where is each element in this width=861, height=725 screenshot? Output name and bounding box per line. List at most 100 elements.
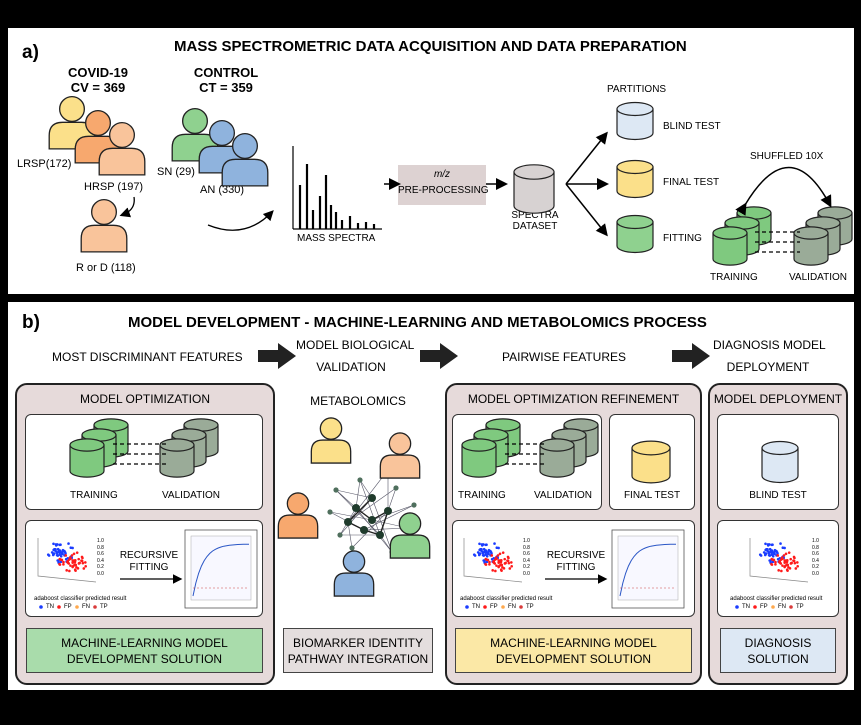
panel-b-title: MODEL DEVELOPMENT - MACHINE-LEARNING AND… bbox=[128, 314, 707, 331]
ztick: 0.6 bbox=[523, 551, 530, 557]
cloud-4-tp bbox=[781, 564, 784, 567]
network-edge bbox=[355, 479, 361, 509]
stack-train-a-front-top bbox=[712, 226, 748, 240]
cloud-4-tp bbox=[785, 559, 789, 562]
legend-4-fn: FN bbox=[778, 604, 786, 610]
network-node bbox=[411, 502, 417, 508]
network-hub bbox=[360, 526, 368, 534]
cloud-1-tn bbox=[60, 550, 64, 554]
legend-1-dot-1 bbox=[57, 605, 61, 609]
step-arrow-1 bbox=[258, 343, 296, 369]
cloud-1-tn bbox=[55, 551, 59, 554]
plot-caption-1: adaboost classifier predicted result bbox=[34, 596, 127, 602]
cloud-4-tp bbox=[790, 561, 793, 565]
ztick: 0.6 bbox=[812, 551, 819, 557]
legend-4-dot-3 bbox=[789, 605, 793, 609]
network-edge bbox=[355, 507, 393, 553]
person-hrsp-back-head bbox=[85, 110, 112, 137]
ztick: 0.2 bbox=[97, 564, 104, 570]
met-person-orange-head bbox=[286, 492, 310, 515]
cloud-4-tn bbox=[765, 547, 768, 551]
cloud-3-tp bbox=[484, 557, 488, 561]
met-person-peach-body bbox=[379, 454, 421, 479]
cloud-1-tn bbox=[56, 554, 60, 557]
person-hrsp-front-head bbox=[109, 122, 136, 149]
sn-label: SN (29) bbox=[157, 166, 195, 178]
cloud-4-tp bbox=[789, 557, 793, 561]
recursive-label-1b: FITTING bbox=[129, 562, 169, 573]
stack-val-a-front-side bbox=[793, 232, 829, 266]
ml-solution-1-line1: MACHINE-LEARNING MODEL bbox=[61, 635, 228, 650]
network-node bbox=[337, 532, 343, 538]
legend-1-fp: FP bbox=[64, 604, 72, 610]
stack-train-b1-front-top bbox=[69, 438, 105, 452]
network-node bbox=[327, 509, 333, 515]
cloud-4-tn bbox=[779, 542, 782, 545]
stack-val-b3-front-top bbox=[539, 438, 575, 452]
cloud-3-tp bbox=[510, 561, 513, 564]
cloud-4-tp bbox=[787, 551, 791, 554]
legend-3-fn: FN bbox=[508, 604, 516, 610]
stack-val-a-front-top bbox=[793, 226, 829, 240]
cloud-4-tn bbox=[768, 543, 771, 546]
met-person-green-head bbox=[398, 512, 422, 535]
legend-3-dot-3 bbox=[519, 605, 523, 609]
control-label: CONTROL bbox=[193, 65, 259, 80]
arrow-hrsp-to-rord bbox=[119, 196, 135, 218]
card4-plot-box bbox=[717, 520, 839, 617]
panel-a-title: MASS SPECTROMETRIC DATA ACQUISITION AND … bbox=[174, 38, 687, 55]
cloud-4-tp bbox=[770, 562, 773, 566]
diagnosis-line2: SOLUTION bbox=[747, 651, 809, 666]
covid-label: COVID-19 bbox=[68, 65, 128, 80]
cloud-1-tp bbox=[73, 568, 77, 572]
cloud-4-tp bbox=[774, 563, 777, 566]
ztick: 0.8 bbox=[523, 544, 530, 551]
stack-val-b3-front-side bbox=[539, 444, 575, 478]
met-person-blue-body bbox=[333, 572, 375, 597]
legend-1-fn: FN bbox=[82, 604, 90, 610]
cloud-3-tn bbox=[495, 546, 499, 550]
cloud-4-tp bbox=[779, 558, 783, 561]
cloud-1-tn bbox=[56, 543, 59, 546]
legend-4-tn: TN bbox=[742, 604, 750, 610]
cloud-3-tn bbox=[493, 542, 496, 545]
fitting-label: FITTING bbox=[663, 233, 702, 244]
network-node bbox=[333, 487, 339, 493]
cloud-3-tp bbox=[498, 552, 502, 556]
legend-3-tn: TN bbox=[472, 604, 480, 610]
step-most-discriminant: MOST DISCRIMINANT FEATURES bbox=[52, 350, 243, 364]
cloud-3-tp bbox=[488, 563, 491, 566]
cloud-1-tn bbox=[52, 552, 56, 555]
ztick: 0.4 bbox=[523, 557, 530, 564]
cloud-3-tn bbox=[487, 548, 491, 552]
cloud-4-tn bbox=[773, 548, 777, 552]
cloud-1-tn bbox=[61, 548, 65, 552]
ztick: 0.6 bbox=[97, 551, 104, 557]
legend-3-fp: FP bbox=[490, 604, 498, 610]
met-person-orange-body bbox=[277, 514, 319, 539]
cloud-3-tp bbox=[496, 554, 500, 557]
cloud-1-tp bbox=[84, 565, 87, 568]
cloud-1-frame bbox=[37, 538, 97, 583]
network-hub bbox=[368, 516, 376, 524]
cloud-3-tn bbox=[484, 553, 488, 556]
cloud-1-tp bbox=[64, 554, 68, 557]
cloud-1-tp bbox=[84, 561, 87, 564]
legend-1-tn: TN bbox=[46, 604, 54, 610]
legend-4-dot-2 bbox=[771, 605, 775, 609]
person-sn-head bbox=[181, 108, 208, 135]
step-diagnosis-2: DEPLOYMENT bbox=[726, 360, 810, 374]
cloud-1-tp bbox=[75, 551, 79, 554]
cloud-1-tp bbox=[74, 563, 78, 567]
step-diagnosis-1: DIAGNOSIS MODEL bbox=[713, 338, 826, 352]
stack-train-b3-front-side bbox=[461, 444, 497, 478]
cloud-1-tp bbox=[58, 562, 61, 566]
cloud-4-frame bbox=[749, 538, 809, 583]
cyl-final-side bbox=[616, 166, 654, 199]
ztick: 0.8 bbox=[97, 544, 104, 551]
ztick: 1.0 bbox=[97, 538, 104, 544]
cloud-1-tp bbox=[58, 557, 62, 561]
